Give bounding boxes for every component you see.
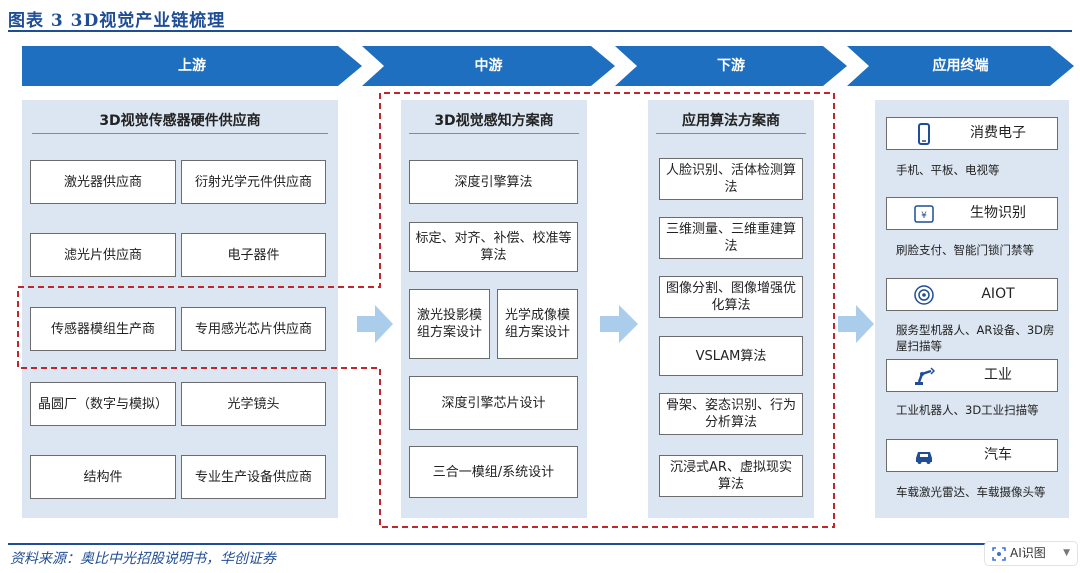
midstream-item: 深度引擎芯片设计 (409, 376, 578, 430)
title-divider (32, 133, 328, 134)
title-divider (409, 133, 579, 134)
midstream-item: 标定、对齐、补偿、校准等算法 (409, 222, 578, 272)
biometric-card-icon: ¥ (914, 205, 934, 223)
chevron-shape (615, 46, 847, 86)
flow-arrow (838, 305, 874, 343)
source-note: 资料来源：奥比中光招股说明书，华创证券 (10, 551, 276, 567)
upstream-item: 衍射光学元件供应商 (181, 160, 326, 204)
downstream-item: 图像分割、图像增强优化算法 (659, 276, 803, 318)
app-industrial: 工业 (886, 359, 1058, 392)
chevron-down-icon: ▼ (1063, 548, 1070, 558)
stage-label: 下游 (717, 58, 745, 74)
upstream-item: 晶圆厂（数字与模拟） (30, 382, 176, 426)
app-label: 汽车 (984, 447, 1012, 463)
app-label: 生物识别 (970, 205, 1026, 221)
upstream-item: 电子器件 (181, 233, 326, 277)
app-label: 消费电子 (970, 125, 1026, 141)
stage-midstream: 中游 (362, 46, 615, 86)
midstream-title: 3D视觉感知方案商 (434, 113, 554, 129)
chevron-shape (847, 46, 1074, 86)
app-biometrics: ¥ 生物识别 (886, 197, 1058, 230)
downstream-title: 应用算法方案商 (682, 113, 780, 129)
upstream-item: 传感器模组生产商 (30, 307, 176, 351)
svg-text:¥: ¥ (921, 211, 927, 221)
app-description: 工业机器人、3D工业扫描等 (896, 403, 1039, 417)
upstream-item: 结构件 (30, 455, 176, 499)
stage-label: 中游 (474, 58, 503, 74)
title-divider (656, 133, 806, 134)
app-aiot: AIOT (886, 278, 1058, 311)
upstream-title: 3D视觉传感器硬件供应商 (99, 113, 261, 129)
midstream-item: 光学成像模组方案设计 (497, 289, 578, 359)
app-consumer-electronics: 消费电子 (886, 117, 1058, 150)
midstream-item: 深度引擎算法 (409, 160, 578, 204)
app-description: 刷脸支付、智能门锁门禁等 (896, 243, 1034, 257)
chevron-shape (362, 46, 615, 86)
stage-label: 应用终端 (932, 58, 989, 74)
stage-downstream: 下游 (615, 46, 847, 86)
midstream-item: 三合一模组/系统设计 (409, 446, 578, 498)
stage-applications: 应用终端 (847, 46, 1074, 86)
downstream-item: 沉浸式AR、虚拟现实算法 (659, 455, 803, 497)
downstream-item: VSLAM算法 (659, 336, 803, 376)
ai-image-recognition-button[interactable]: AI识图 ▼ (984, 541, 1078, 566)
app-description: 车载激光雷达、车载摄像头等 (896, 485, 1046, 499)
app-automotive: 汽车 (886, 439, 1058, 472)
phone-icon (918, 123, 930, 145)
figure-title: 图表 3 3D视觉产业链梳理 (8, 11, 226, 31)
ai-button-label: AI识图 (1010, 546, 1046, 560)
upstream-item: 专用感光芯片供应商 (181, 307, 326, 351)
app-label: AIOT (981, 286, 1015, 302)
app-description: 手机、平板、电视等 (896, 163, 1000, 177)
downstream-item: 三维测量、三维重建算法 (659, 217, 803, 259)
downstream-item: 人脸识别、活体检测算法 (659, 158, 803, 200)
midstream-item: 激光投影模组方案设计 (409, 289, 490, 359)
upstream-item: 滤光片供应商 (30, 233, 176, 277)
robot-arm-icon (915, 367, 935, 385)
upstream-item: 专业生产设备供应商 (181, 455, 326, 499)
upstream-item: 光学镜头 (181, 382, 326, 426)
scan-icon (992, 547, 1006, 561)
header-bar: 图表 3 3D视觉产业链梳理 (8, 2, 1072, 32)
chevron-shape (22, 46, 362, 86)
app-description: 服务型机器人、AR设备、3D房屋扫描等 (896, 323, 1055, 353)
stage-upstream: 上游 (22, 46, 362, 86)
car-icon (916, 452, 932, 464)
app-label: 工业 (984, 367, 1012, 383)
footer-divider (8, 543, 1072, 545)
flow-arrow (600, 305, 638, 343)
flow-arrow (357, 305, 393, 343)
stage-label: 上游 (178, 58, 206, 74)
downstream-item: 骨架、姿态识别、行为分析算法 (659, 393, 803, 435)
iot-device-icon (914, 285, 934, 305)
upstream-item: 激光器供应商 (30, 160, 176, 204)
